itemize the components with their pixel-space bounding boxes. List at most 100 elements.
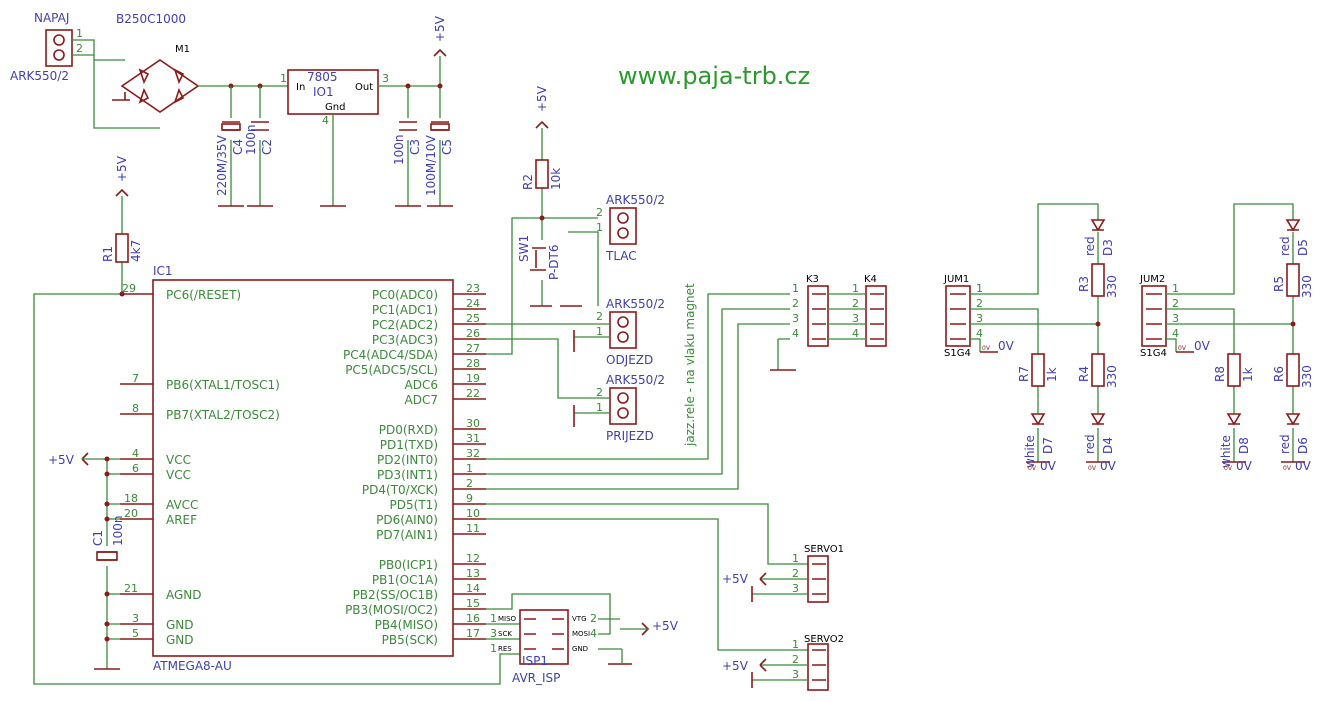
svg-text:1: 1: [76, 27, 83, 40]
power-supply-section: NAPAJ ARK550/2 1 2 B250C1000 M1 C4 220M/…: [10, 11, 454, 207]
svg-text:AGND: AGND: [166, 588, 202, 602]
svg-text:Out: Out: [355, 82, 373, 93]
svg-text:17: 17: [466, 627, 480, 640]
svg-text:27: 27: [466, 342, 480, 355]
svg-text:PB3(MOSI/OC2): PB3(MOSI/OC2): [345, 603, 438, 617]
svg-text:ARK550/2: ARK550/2: [606, 193, 665, 207]
svg-text:In: In: [296, 82, 305, 93]
svg-text:3: 3: [490, 627, 497, 640]
svg-text:3: 3: [792, 668, 799, 681]
svg-text:0V: 0V: [1028, 465, 1037, 472]
svg-text:+5V: +5V: [722, 659, 749, 673]
svg-text:0V: 0V: [1295, 459, 1312, 473]
svg-text:PC2(ADC2): PC2(ADC2): [372, 318, 438, 332]
isp-section: 1 3 1 MISO SCK RES VTG MOSI GND 2 4 ISP1…: [486, 593, 679, 685]
svg-text:PB6(XTAL1/TOSC1): PB6(XTAL1/TOSC1): [166, 378, 280, 392]
svg-text:2: 2: [976, 297, 983, 310]
svg-text:2: 2: [1172, 297, 1179, 310]
svg-text:PD3(INT1): PD3(INT1): [377, 468, 438, 482]
svg-text:PD4(T0/XCK): PD4(T0/XCK): [362, 483, 438, 497]
svg-text:1: 1: [466, 462, 473, 475]
svg-text:100n: 100n: [111, 515, 125, 546]
svg-text:R2: R2: [521, 174, 535, 190]
svg-text:S1G4: S1G4: [1140, 348, 1167, 359]
svg-text:GND: GND: [166, 618, 194, 632]
svg-text:red: red: [1278, 434, 1292, 454]
svg-text:21: 21: [124, 582, 138, 595]
svg-text:PC3(ADC3): PC3(ADC3): [372, 333, 438, 347]
svg-text:MISO: MISO: [498, 615, 517, 623]
svg-text:0V: 0V: [1283, 465, 1292, 472]
svg-text:white: white: [1219, 435, 1233, 468]
svg-text:29: 29: [122, 282, 136, 295]
svg-text:0V: 0V: [998, 339, 1015, 353]
svg-text:D4: D4: [1101, 437, 1115, 454]
svg-text:PB5(SCK): PB5(SCK): [382, 633, 438, 647]
svg-text:white: white: [1023, 435, 1037, 468]
r6-resistor: [1286, 353, 1300, 387]
jum1-connector: [945, 285, 971, 347]
svg-text:330: 330: [1105, 365, 1119, 388]
svg-text:10: 10: [466, 507, 480, 520]
svg-text:3: 3: [382, 72, 389, 85]
mcu-left-pins: 29 7 8 4 6 18 20 21 3 5 PC6(/RESET) PB6(…: [120, 282, 280, 647]
svg-text:K3: K3: [806, 274, 819, 285]
svg-text:red: red: [1083, 434, 1097, 454]
svg-text:16: 16: [466, 612, 480, 625]
svg-text:2: 2: [590, 612, 597, 625]
svg-text:+5V: +5V: [115, 155, 129, 182]
svg-text:3: 3: [976, 312, 983, 325]
svg-text:C2: C2: [260, 139, 274, 155]
svg-text:PD1(TXD): PD1(TXD): [380, 438, 438, 452]
svg-text:2: 2: [792, 653, 799, 666]
svg-text:0V: 0V: [1178, 345, 1187, 352]
svg-text:SCK: SCK: [498, 630, 512, 638]
svg-text:20: 20: [124, 507, 138, 520]
svg-text:PB0(ICP1): PB0(ICP1): [379, 558, 438, 572]
svg-text:D5: D5: [1296, 239, 1310, 256]
isp-connector: [519, 609, 569, 665]
svg-text:AVR_ISP: AVR_ISP: [512, 671, 560, 685]
svg-text:C1: C1: [91, 530, 105, 546]
svg-text:0V: 0V: [1040, 459, 1057, 473]
svg-text:0V: 0V: [1100, 459, 1117, 473]
k4-connector: [865, 285, 887, 347]
r2-resistor: [535, 159, 549, 189]
svg-text:D3: D3: [1101, 239, 1115, 256]
svg-text:4: 4: [792, 327, 799, 340]
svg-text:SERVO1: SERVO1: [804, 544, 844, 555]
svg-text:1: 1: [280, 72, 287, 85]
svg-text:VCC: VCC: [166, 468, 191, 482]
svg-text:1: 1: [490, 642, 497, 655]
svg-text:+5V: +5V: [722, 572, 749, 586]
svg-text:P-DT6: P-DT6: [547, 244, 561, 280]
servo-section: SERVO1 1 2 3 +5V SERVO2 1 2 3 +5V: [486, 503, 844, 691]
prijezd-label: PRIJEZD: [606, 429, 654, 443]
svg-text:4k7: 4k7: [129, 240, 143, 262]
r5-resistor: [1286, 263, 1300, 297]
svg-text:2: 2: [466, 477, 473, 490]
svg-text:D8: D8: [1237, 437, 1251, 454]
svg-text:R1: R1: [101, 246, 115, 262]
svg-text:PB7(XTAL2/TOSC2): PB7(XTAL2/TOSC2): [166, 408, 280, 422]
svg-text:+5V: +5V: [433, 15, 447, 42]
svg-text:ADC6: ADC6: [405, 378, 438, 392]
svg-text:4: 4: [590, 627, 597, 640]
svg-text:0V: 0V: [1088, 465, 1097, 472]
svg-text:PD2(INT0): PD2(INT0): [377, 453, 438, 467]
svg-text:19: 19: [466, 372, 480, 385]
svg-text:1: 1: [792, 638, 799, 651]
relay-section: jazz.rele - na vlaku magnet K3 K4 1 2 3 …: [486, 274, 887, 490]
svg-text:Gnd: Gnd: [325, 102, 345, 113]
svg-text:1: 1: [596, 401, 603, 414]
svg-text:3: 3: [792, 582, 799, 595]
svg-text:2: 2: [596, 386, 603, 399]
odjezd-connector: [609, 311, 637, 349]
svg-text:9: 9: [466, 492, 473, 505]
svg-text:2: 2: [596, 310, 603, 323]
r8-resistor: [1227, 353, 1241, 387]
svg-text:C3: C3: [408, 139, 422, 155]
svg-text:2: 2: [596, 206, 603, 219]
svg-text:100n: 100n: [244, 124, 258, 155]
svg-text:12: 12: [466, 552, 480, 565]
